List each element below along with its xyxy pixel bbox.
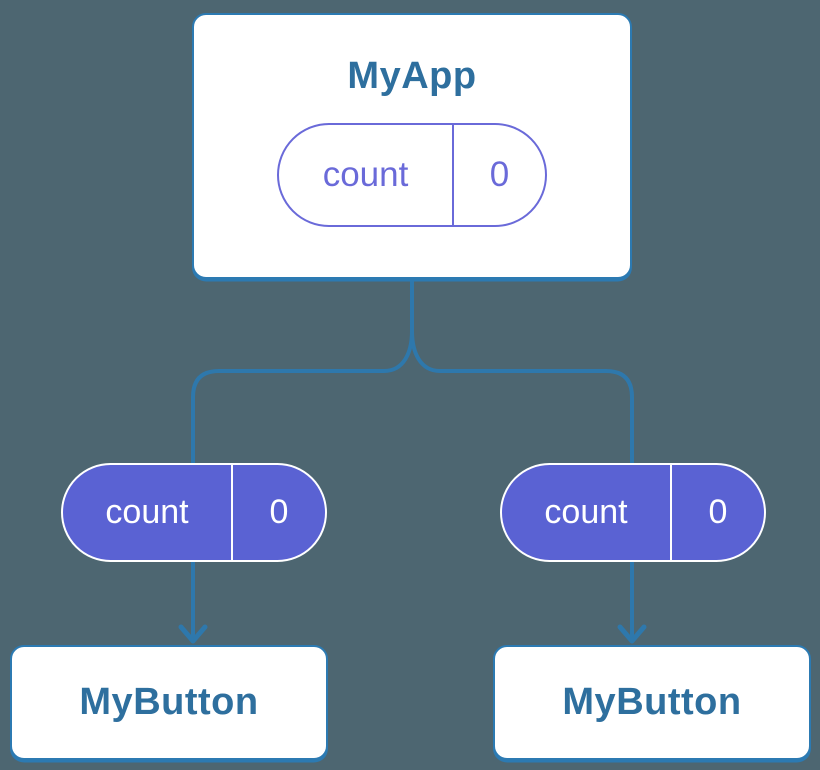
state-pill: count 0 xyxy=(277,122,547,227)
node-title: MyButton xyxy=(562,681,742,723)
arrow-down-icon xyxy=(178,624,208,644)
prop-value: 0 xyxy=(708,493,728,531)
node-mybutton: MyButton xyxy=(10,645,328,760)
prop-pill: count 0 xyxy=(61,463,327,562)
node-mybutton: MyButton xyxy=(493,645,811,760)
branch-right-line xyxy=(410,330,634,637)
pill-divider xyxy=(231,465,233,560)
pill-divider xyxy=(452,124,454,225)
prop-value: 0 xyxy=(269,493,289,531)
state-key: count xyxy=(322,154,409,194)
prop-key: count xyxy=(105,493,189,531)
node-title: MyButton xyxy=(79,681,259,723)
pill-divider xyxy=(670,465,672,560)
branch-left-line xyxy=(191,330,414,637)
arrow-down-icon xyxy=(617,624,647,644)
node-myapp: MyApp count 0 xyxy=(192,13,632,279)
prop-pill: count 0 xyxy=(500,463,766,562)
prop-key: count xyxy=(544,493,628,531)
node-title: MyApp xyxy=(347,55,477,97)
state-value: 0 xyxy=(489,154,510,194)
